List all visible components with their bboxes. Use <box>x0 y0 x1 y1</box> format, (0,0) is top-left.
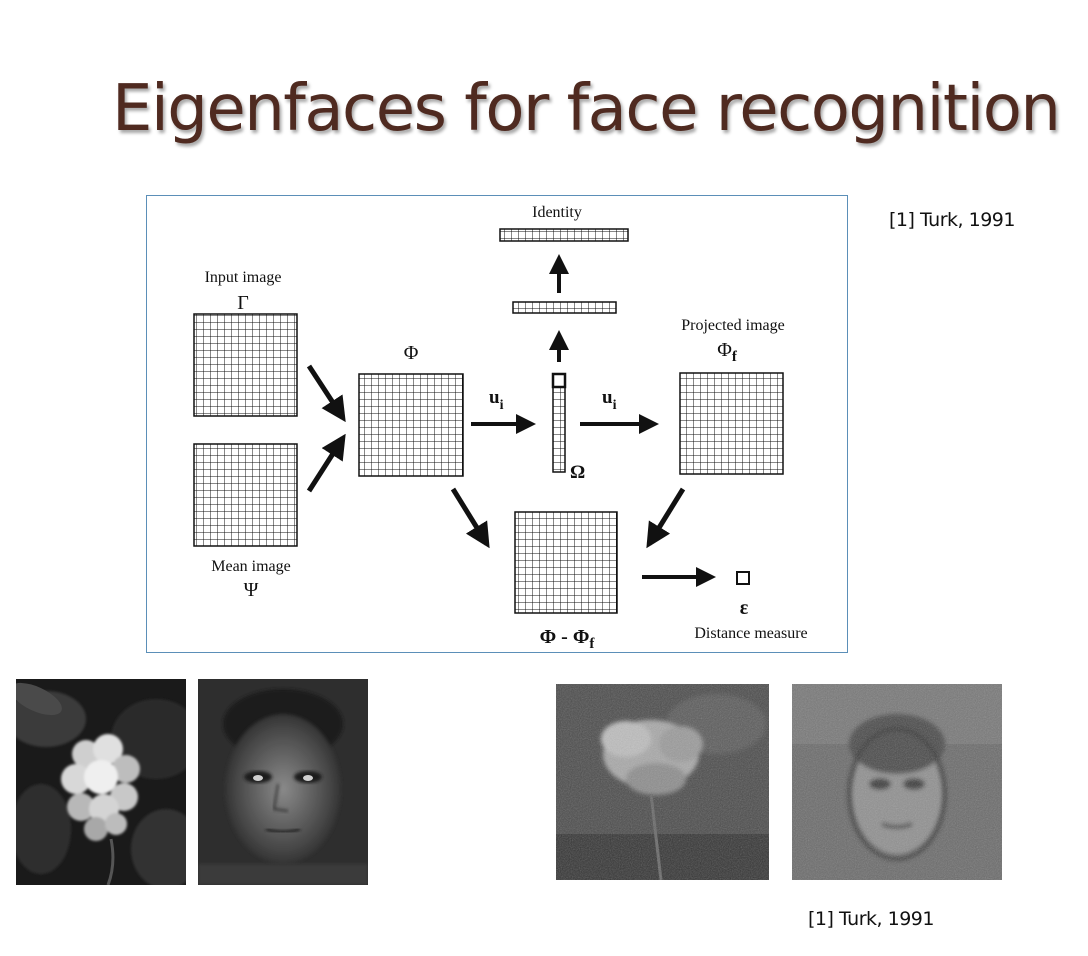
flower-image <box>16 679 186 885</box>
citation-top: [1] Turk, 1991 <box>889 209 1015 231</box>
mean-to-phi-arrow <box>306 433 346 493</box>
pipeline-svg: Input image Γ Mean image Ψ Φ ui Ω Identi… <box>193 204 808 652</box>
projected-image-symbol: Φf <box>717 339 738 365</box>
flower-reconstruction-image <box>556 684 769 880</box>
input-to-phi-arrow <box>306 364 346 423</box>
phi-grid <box>358 373 464 477</box>
input-image-grid <box>193 313 298 417</box>
weight-vector <box>551 372 567 473</box>
eigenface-image <box>198 679 368 885</box>
citation-bottom: [1] Turk, 1991 <box>808 908 934 930</box>
mean-image-grid <box>193 443 298 547</box>
projected-to-difference-arrow <box>646 487 686 549</box>
input-image-symbol: Γ <box>237 292 249 314</box>
phi-symbol: Φ <box>404 342 419 364</box>
mean-image-symbol: Ψ <box>244 579 259 601</box>
phi-to-difference-arrow <box>450 487 490 549</box>
mean-image-label: Mean image <box>211 558 291 575</box>
difference-symbol: Φ - Φf <box>540 626 596 652</box>
identity-label: Identity <box>532 204 582 221</box>
basis-label-right: ui <box>602 387 617 413</box>
projected-image-grid <box>679 372 784 475</box>
eigenface-pipeline-diagram: Input image Γ Mean image Ψ Φ ui Ω Identi… <box>146 195 848 653</box>
difference-grid <box>514 511 618 614</box>
intermediate-vector <box>512 301 617 314</box>
identity-vector <box>499 228 629 242</box>
weights-symbol: Ω <box>570 462 585 483</box>
face-reconstruction-image <box>792 684 1002 880</box>
projected-image-label: Projected image <box>681 317 785 334</box>
distance-measure-label: Distance measure <box>694 625 807 642</box>
error-symbol: ε <box>740 597 749 619</box>
basis-label-left: ui <box>489 387 504 413</box>
input-image-label: Input image <box>205 269 282 286</box>
error-box <box>736 571 750 585</box>
slide-title: Eigenfaces for face recognition <box>112 72 1061 146</box>
